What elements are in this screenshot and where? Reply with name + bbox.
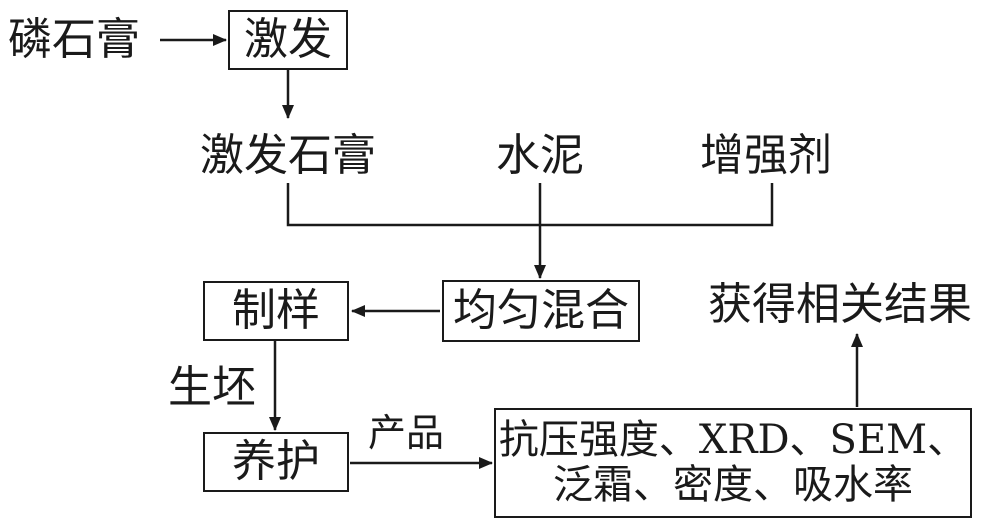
curing-box: 养护 xyxy=(203,432,349,492)
activation-label: 激发 xyxy=(244,14,332,65)
green-body-label: 生坯 xyxy=(168,362,256,413)
phosphogypsum-label: 磷石膏 xyxy=(8,14,140,65)
sample-prep-box: 制样 xyxy=(203,281,349,341)
tests-box: 抗压强度、XRD、SEM、 泛霜、密度、吸水率 xyxy=(494,408,972,518)
tests-line-1: 抗压强度、XRD、SEM、 xyxy=(498,417,968,464)
product-label: 产品 xyxy=(368,411,445,455)
results-label: 获得相关结果 xyxy=(708,279,972,330)
uniform-mixing-box: 均匀混合 xyxy=(442,280,640,342)
merge-connector xyxy=(286,183,774,227)
tests-line-2: 泛霜、密度、吸水率 xyxy=(553,462,913,508)
uniform-mixing-label: 均匀混合 xyxy=(453,285,629,336)
sample-prep-label: 制样 xyxy=(232,285,320,336)
cement-label: 水泥 xyxy=(496,130,584,181)
curing-label: 养护 xyxy=(232,436,320,487)
activation-box: 激发 xyxy=(228,10,348,70)
activated-gypsum-label: 激发石膏 xyxy=(200,130,376,181)
strengthener-label: 增强剂 xyxy=(700,130,832,181)
